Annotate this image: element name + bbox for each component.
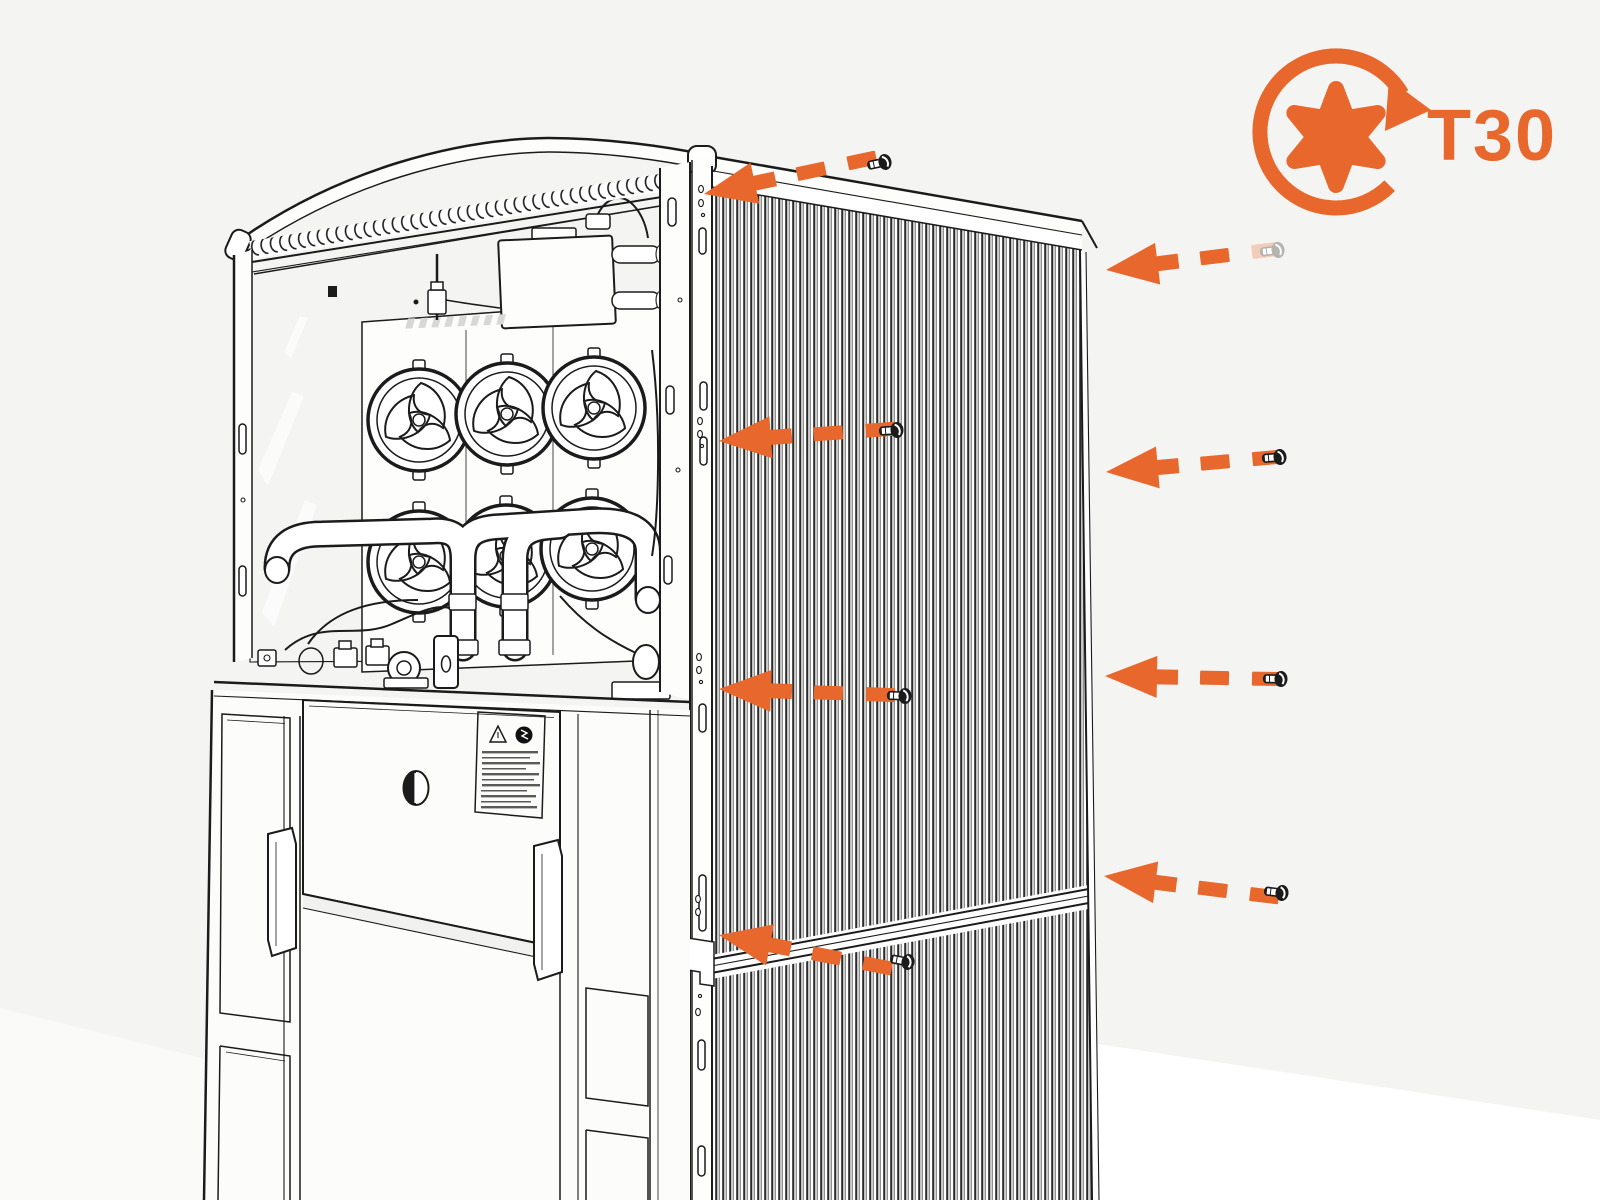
roof-arch [235, 138, 702, 256]
warning-label [474, 711, 546, 819]
door-handle-left [267, 826, 297, 958]
t30-label: T30 [1427, 96, 1557, 176]
floor-left [0, 1008, 210, 1200]
interior-rivet [413, 299, 419, 305]
rotate-clockwise-icon [1252, 48, 1409, 216]
wiring-harness [284, 349, 660, 655]
coil-spring [249, 173, 665, 259]
torx-t30-icon [1286, 81, 1386, 193]
mounting-flange [687, 158, 715, 1200]
panel-right-trim [1079, 249, 1100, 1200]
left-door-panels [217, 713, 291, 1200]
warning-triangle-icon [488, 724, 508, 743]
flange-screw-holes [695, 184, 706, 1017]
rotation-arrowhead [1385, 79, 1431, 131]
right-door-panels [585, 987, 649, 1200]
lower-cabinet-front [202, 680, 691, 1200]
right-corner-post [659, 162, 691, 1200]
interior-vent-slot [328, 286, 337, 297]
floor-right [1098, 1044, 1600, 1200]
left-frame-column [232, 250, 253, 662]
electrical-box [405, 197, 665, 330]
open-interior-section [249, 197, 671, 700]
t30-badge: T30 [1252, 48, 1557, 216]
door-handle-right [533, 838, 563, 982]
sensor-valve [427, 254, 501, 320]
electric-hazard-icon [515, 726, 533, 744]
door-lock [402, 770, 430, 806]
pipe-manifold [263, 507, 662, 662]
label-text-lines [481, 751, 540, 809]
